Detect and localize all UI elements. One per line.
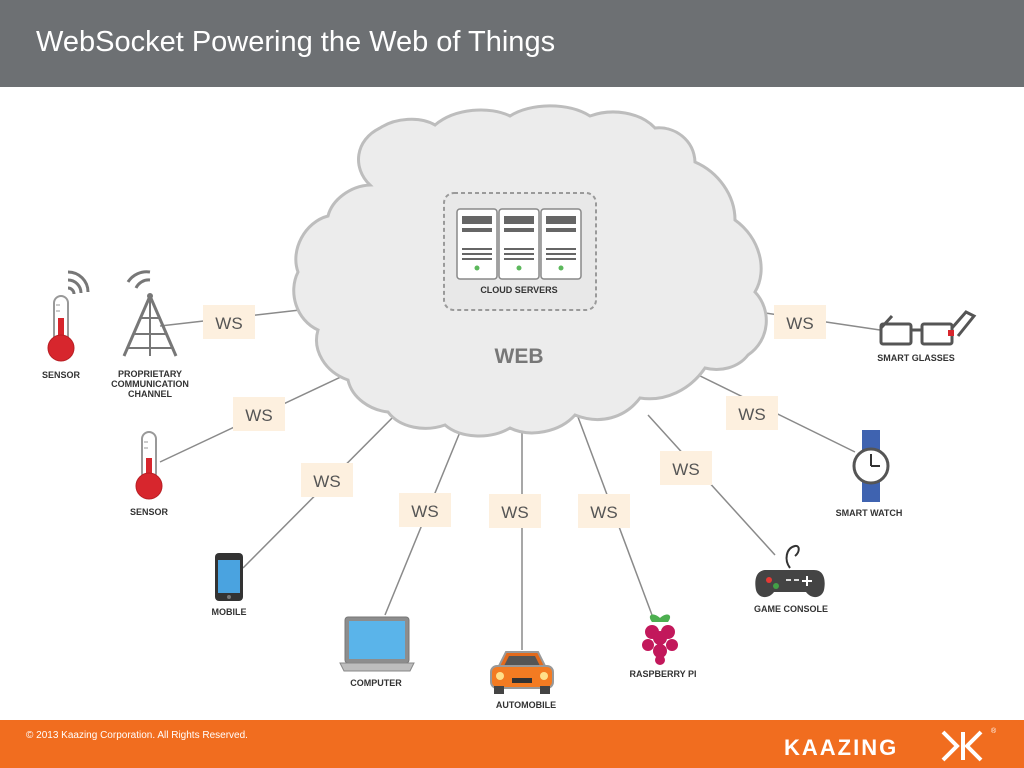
svg-text:WS: WS (411, 502, 438, 521)
cloud: CLOUD SERVERS WEB (292, 104, 768, 438)
sensor-thermometer-icon (47, 270, 90, 362)
svg-text:WS: WS (672, 460, 699, 479)
registered-mark-icon: ® (991, 728, 997, 735)
ws-label: WS (578, 494, 630, 528)
ws-label: WS (233, 397, 285, 431)
ws-label: WS (726, 396, 778, 430)
automobile-label: AUTOMOBILE (496, 700, 556, 710)
smart-watch-label: SMART WATCH (836, 508, 903, 518)
proprietary-label-line3: CHANNEL (128, 389, 173, 399)
header-bar: WebSocket Powering the Web of Things (0, 0, 1024, 87)
smart-watch-icon (852, 430, 890, 502)
smart-glasses-label: SMART GLASSES (877, 353, 955, 363)
svg-text:WS: WS (590, 503, 617, 522)
raspberry-icon (642, 614, 678, 665)
svg-text:WS: WS (215, 314, 242, 333)
smart-glasses-icon (879, 310, 977, 346)
svg-text:WS: WS (738, 405, 765, 424)
laptop-icon (339, 616, 415, 672)
mobile-label: MOBILE (212, 607, 247, 617)
proprietary-label-line1: PROPRIETARY (118, 369, 182, 379)
page-title: WebSocket Powering the Web of Things (36, 26, 556, 58)
antenna-tower-icon (122, 270, 178, 357)
server-icon (456, 208, 498, 280)
svg-text:WS: WS (313, 472, 340, 491)
sensor-top-label: SENSOR (42, 370, 81, 380)
copyright-text: © 2013 Kaazing Corporation. All Rights R… (26, 730, 248, 741)
mobile-phone-icon (215, 553, 243, 601)
kaazing-logo: KAAZING ® (784, 728, 999, 764)
kaazing-logo-text: KAAZING (784, 735, 899, 760)
proprietary-label-line2: COMMUNICATION (111, 379, 189, 389)
sensor-mid-label: SENSOR (130, 507, 169, 517)
kaazing-mark-icon (941, 730, 983, 762)
svg-text:WS: WS (786, 314, 813, 333)
car-icon (490, 651, 554, 694)
svg-text:WS: WS (245, 406, 272, 425)
server-icon (540, 208, 582, 280)
cloud-servers-label: CLOUD SERVERS (480, 285, 557, 295)
web-label: WEB (495, 345, 544, 368)
game-console-label: GAME CONSOLE (754, 604, 828, 614)
ws-label: WS (203, 305, 255, 339)
sensor-thermometer-icon (135, 431, 163, 500)
footer-bar: © 2013 Kaazing Corporation. All Rights R… (0, 720, 1024, 768)
gamepad-icon (755, 544, 825, 598)
ws-label: WS (399, 493, 451, 527)
computer-label: COMPUTER (350, 678, 402, 688)
ws-label: WS (301, 463, 353, 497)
ws-label: WS (660, 451, 712, 485)
raspberry-pi-label: RASPBERRY PI (629, 669, 696, 679)
server-icon (498, 208, 540, 280)
ws-label: WS (774, 305, 826, 339)
web-of-things-diagram: CLOUD SERVERS WEB WS WS WS WS WS WS WS W… (42, 104, 977, 710)
ws-label: WS (489, 494, 541, 528)
svg-text:WS: WS (501, 503, 528, 522)
